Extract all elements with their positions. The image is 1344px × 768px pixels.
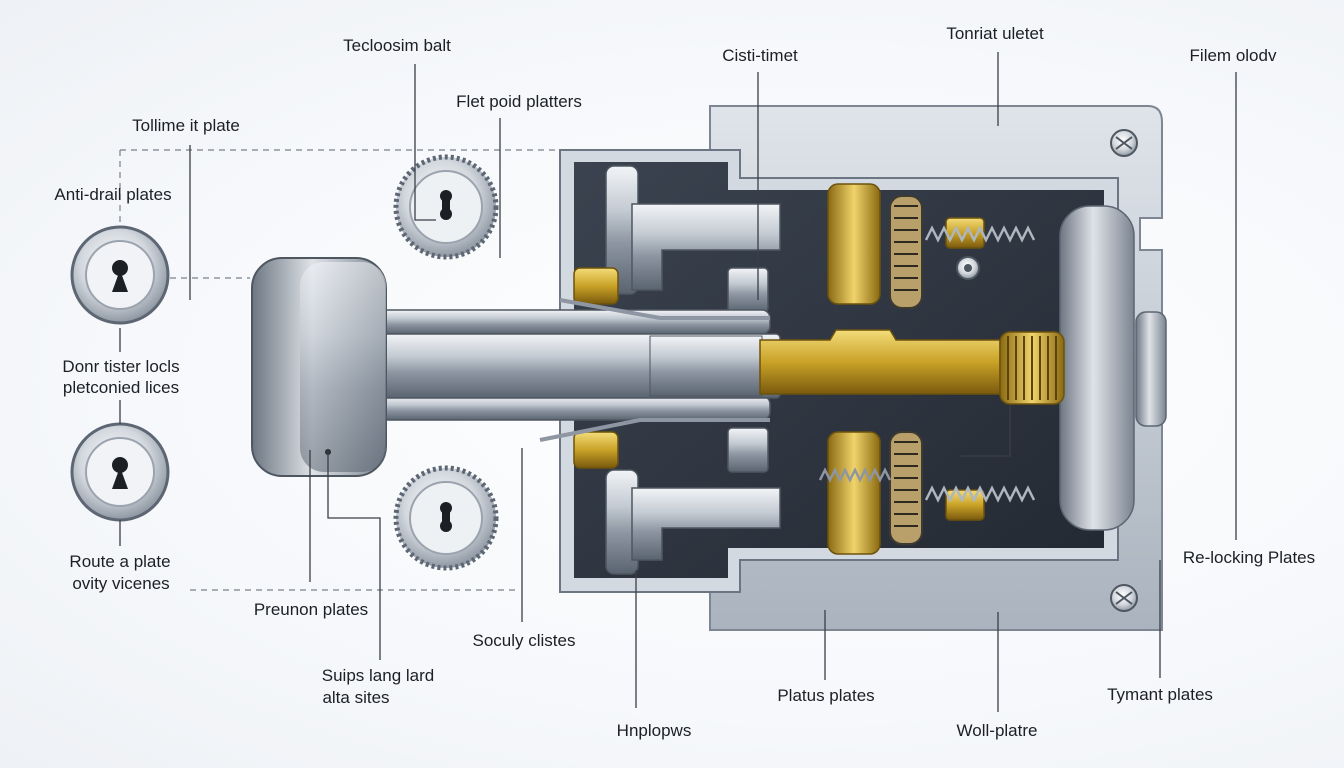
cylinder-knob: [251, 257, 387, 477]
label-route-a-plate: Route a plate: [69, 552, 171, 571]
gear-wheels: [889, 195, 923, 545]
label-pletconied-lices: pletconied lices: [62, 378, 180, 397]
label-tymant-plates: Tymant plates: [1107, 685, 1213, 704]
label-donr-tister-locls: Donr tister locls: [62, 357, 180, 376]
label-cisti-timet: Cisti-timet: [722, 46, 798, 65]
label-preunon-plates: Preunon plates: [253, 600, 369, 619]
housing-screws: [956, 129, 1138, 612]
brass-cam: [759, 329, 1065, 405]
label-tollime-it-plate: Tollime it plate: [132, 116, 240, 135]
label-tecloosim-balt: Tecloosim balt: [343, 36, 451, 55]
label-platus-plates: Platus plates: [777, 686, 875, 705]
label-flet-poid-platters: Flet poid platters: [456, 92, 582, 111]
label-anti-drill-plates: Anti-drail plates: [54, 185, 172, 204]
label-re-locking-plates: Re-locking Plates: [1182, 548, 1316, 567]
keyhole-disc-upper-mid: [393, 154, 499, 260]
label-tonriat-uletet: Tonriat uletet: [946, 24, 1044, 43]
dashed-guides: [119, 149, 570, 591]
label-suips-lang-lard: Suips lang lard: [321, 666, 435, 685]
label-hnplopws: Hnplopws: [616, 721, 692, 740]
keyhole-disc-upper-left: [70, 225, 170, 325]
label-woll-platre: Woll-platre: [956, 721, 1038, 740]
label-filem-olodv: Filem olodv: [1189, 46, 1277, 65]
label-soculy-clistes: Soculy clistes: [472, 631, 576, 650]
label-ovity-vicenes: ovity vicenes: [72, 574, 170, 593]
keyhole-disc-lower-left: [70, 422, 170, 522]
cylinder-shaft: [379, 298, 781, 442]
lever-assembly: [605, 165, 781, 575]
brass-pin-stack: [573, 183, 985, 555]
leader-lines: [119, 52, 1237, 712]
keyhole-disc-lower-mid: [393, 465, 499, 571]
label-alta-sites: alta sites: [322, 688, 390, 707]
